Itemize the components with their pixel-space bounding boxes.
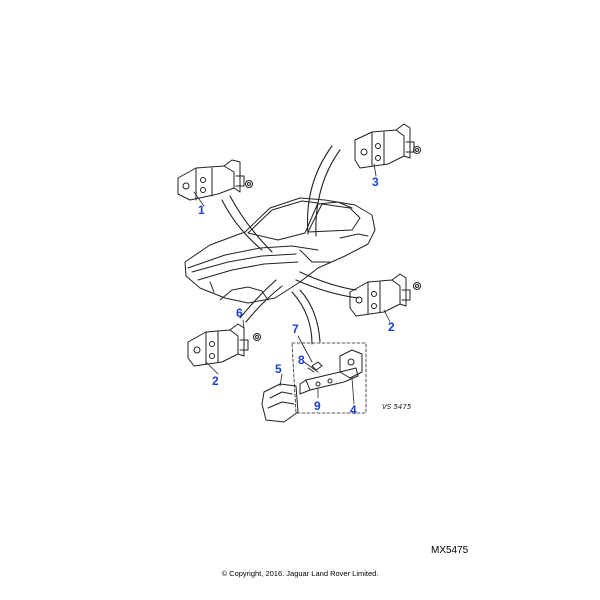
door-hinge-upper-front: [178, 160, 253, 200]
callout-3: 3: [372, 175, 379, 189]
callout-4: 4: [350, 403, 357, 417]
check-strap-cover: [262, 384, 298, 422]
callout-2-lower-rear: 2: [388, 320, 395, 334]
car-body-illustration: [185, 198, 375, 303]
check-strap-box: [292, 343, 366, 413]
door-hinge-lower-front: [188, 324, 261, 366]
callout-5: 5: [275, 362, 282, 376]
callout-9: 9: [314, 399, 321, 413]
door-hinge-upper-rear: [355, 124, 421, 168]
callout-2-lower-front: 2: [212, 374, 219, 388]
callout-1: 1: [198, 203, 205, 217]
leader-lines: [222, 146, 358, 344]
callout-6: 6: [236, 306, 243, 320]
callout-7: 7: [292, 322, 299, 336]
callout-8: 8: [298, 353, 305, 367]
callout-leaders: [194, 164, 390, 404]
door-hinge-lower-rear: [350, 274, 421, 316]
drawing-code: VS 5475: [382, 403, 412, 411]
reference-code: MX5475: [431, 545, 469, 556]
copyright-notice: © Copyright, 2016. Jaguar Land Rover Lim…: [221, 569, 379, 578]
door-check-strap: [300, 350, 362, 394]
